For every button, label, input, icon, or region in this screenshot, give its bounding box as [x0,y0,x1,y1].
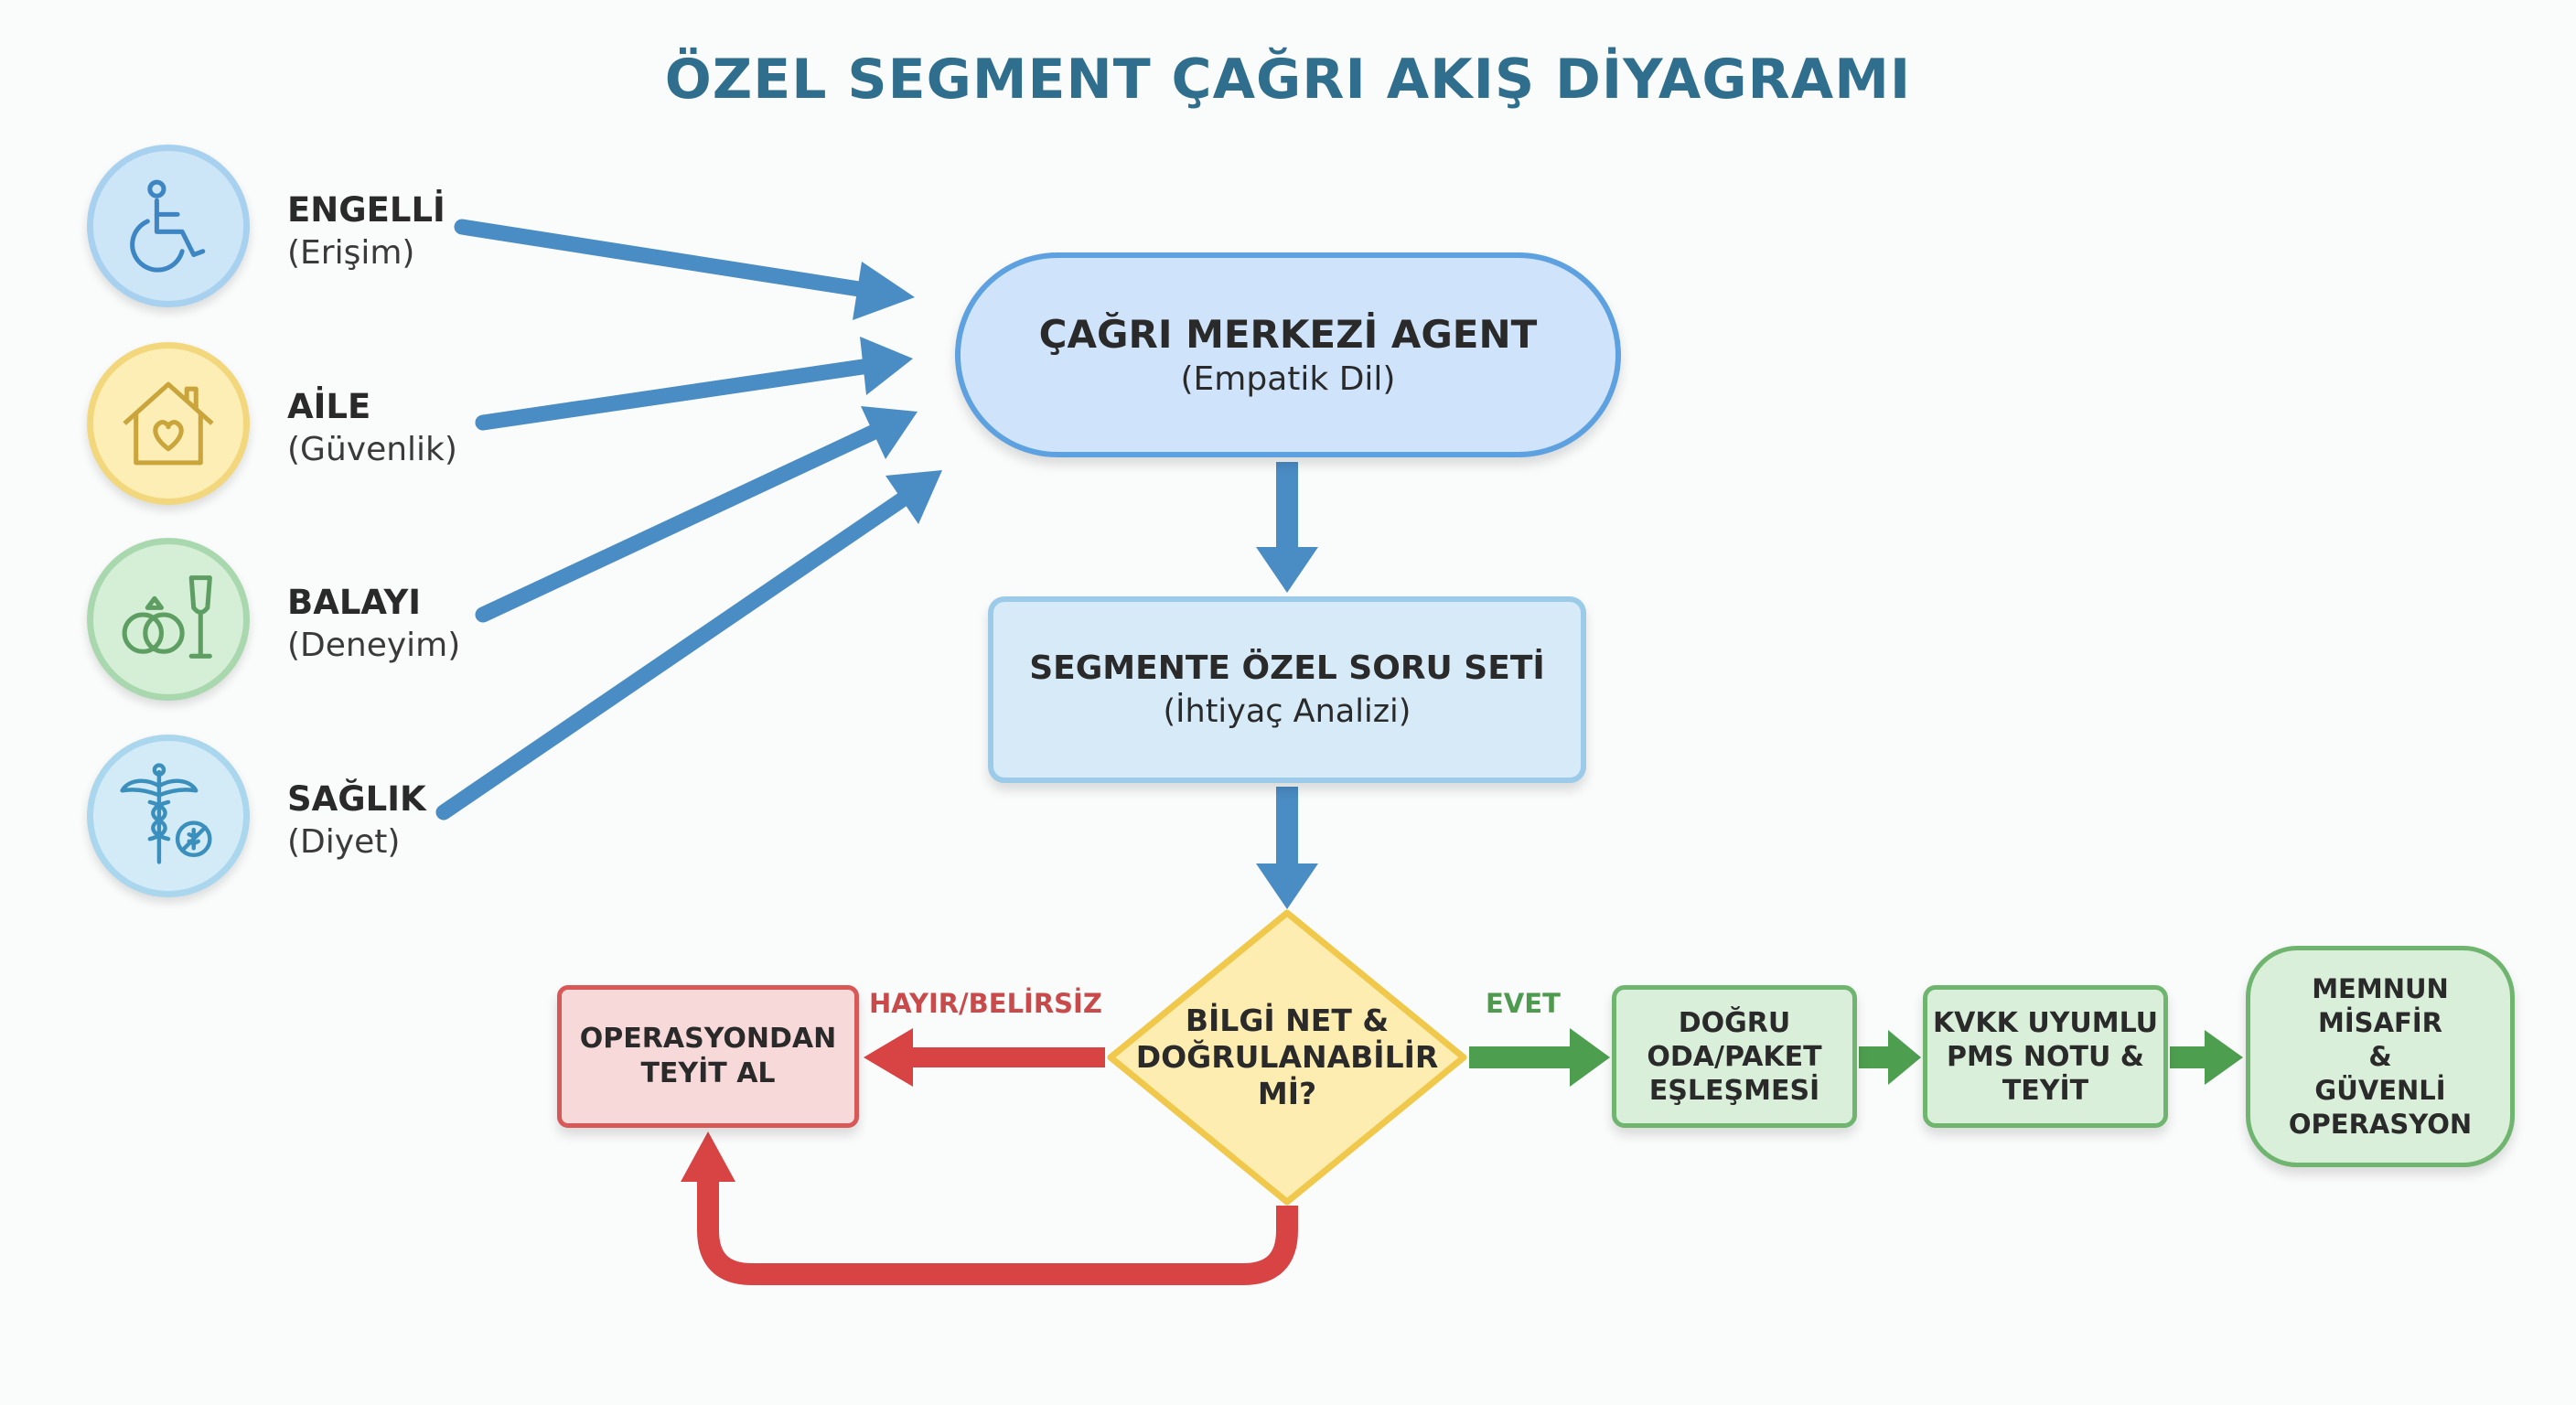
room-package-match-node: DOĞRU ODA/PAKET EŞLEŞMESİ [1612,985,1857,1128]
kvkk-pms-note-node: KVKK UYUMLU PMS NOTU & TEYİT [1923,985,2168,1128]
arrowhead-saglik [886,470,942,524]
rings-champagne-icon [122,575,212,659]
arrow-agent-to-questions [1276,462,1298,550]
step1-line-1: DOĞRU [1678,1006,1791,1039]
decision-line-3: Mİ? [1257,1076,1317,1111]
arrow-balayi [475,422,886,623]
arrowhead-step1-to-step2 [1888,1030,1921,1085]
segment-name-engelli: ENGELLİ [287,190,445,230]
confirm-line-1: OPERASYONDAN [579,1023,837,1055]
confirm-with-operations-node: OPERASYONDAN TEYİT AL [557,985,859,1128]
wheelchair-icon [130,179,206,273]
agent-node: ÇAĞRI MERKEZİ AGENT (Empatik Dil) [955,252,1621,457]
segment-sub-balayi: (Deneyim) [287,627,461,664]
decision-diamond [1107,909,1467,1206]
segment-sub-engelli: (Erişim) [287,234,415,272]
arrowhead-aile [860,337,913,395]
arrowhead-questions-to-decision [1256,863,1318,909]
agent-title: ÇAĞRI MERKEZİ AGENT [1038,312,1538,357]
decision-text: BİLGİ NET & DOĞRULANABİLİR Mİ? [1095,1003,1479,1112]
segment-name-saglik: SAĞLIK [287,779,426,819]
question-set-subtitle: (İhtiyaç Analizi) [1163,693,1411,730]
arrow-engelli [454,219,879,299]
loop-back-arrow [697,1174,1298,1285]
segment-name-balayi: BALAYI [287,583,422,622]
decision-line-2: DOĞRULANABİLİR [1135,1039,1439,1075]
step2-line-2: PMS NOTU & [1947,1040,2144,1073]
outcome-line-3: & [2368,1040,2392,1072]
house-heart-icon [123,381,214,466]
step1-line-3: EŞLEŞMESİ [1648,1074,1820,1107]
outcome-line-4: GÜVENLİ [2314,1074,2446,1106]
confirm-line-2: TEYİT AL [640,1057,776,1089]
arrow-step1-to-step2 [1859,1046,1894,1068]
question-set-node: SEGMENTE ÖZEL SORU SETİ (İhtiyaç Analizi… [988,596,1586,783]
arrowhead-balayi [861,406,918,459]
outcome-line-5: OPERASYON [2288,1108,2473,1140]
arrowhead-yes-branch [1570,1028,1610,1087]
agent-subtitle: (Empatik Dil) [1180,360,1396,398]
aile-circle [87,342,250,505]
segment-sub-aile: (Güvenlik) [287,431,457,468]
arrowhead-agent-to-questions [1256,547,1318,593]
balayi-circle [87,538,250,701]
arrowhead-no-branch [864,1028,913,1087]
arrow-saglik [435,490,912,820]
outcome-line-1: MEMNUN [2312,972,2449,1004]
arrow-yes-branch [1469,1046,1577,1068]
diagram-title: ÖZEL SEGMENT ÇAĞRI AKIŞ DİYAGRAMI [664,48,1912,112]
saglik-circle [87,735,250,897]
arrow-no-branch [906,1047,1105,1067]
yes-branch-label: EVET [1486,988,1561,1019]
step2-line-1: KVKK UYUMLU [1932,1006,2159,1039]
no-branch-label: HAYIR/BELİRSİZ [869,988,1102,1019]
arrow-step2-to-outcome [2170,1046,2210,1068]
decision-line-1: BİLGİ NET & [1185,1003,1390,1038]
engelli-circle [87,145,250,307]
question-set-title: SEGMENTE ÖZEL SORU SETİ [1029,649,1545,687]
step2-line-3: TEYİT [2002,1074,2089,1107]
arrowhead-loop-back [681,1132,735,1182]
arrowhead-engelli [853,262,915,320]
arrow-aile [475,358,877,431]
outcome-node: MEMNUN MİSAFİR & GÜVENLİ OPERASYON [2246,946,2515,1167]
segment-sub-saglik: (Diyet) [287,823,401,861]
step1-line-2: ODA/PAKET [1647,1040,1822,1073]
segment-name-aile: AİLE [287,387,371,426]
arrowhead-step2-to-outcome [2205,1030,2243,1085]
arrow-questions-to-decision [1276,787,1298,867]
caduceus-icon [120,763,212,864]
outcome-line-2: MİSAFİR [2318,1006,2442,1038]
